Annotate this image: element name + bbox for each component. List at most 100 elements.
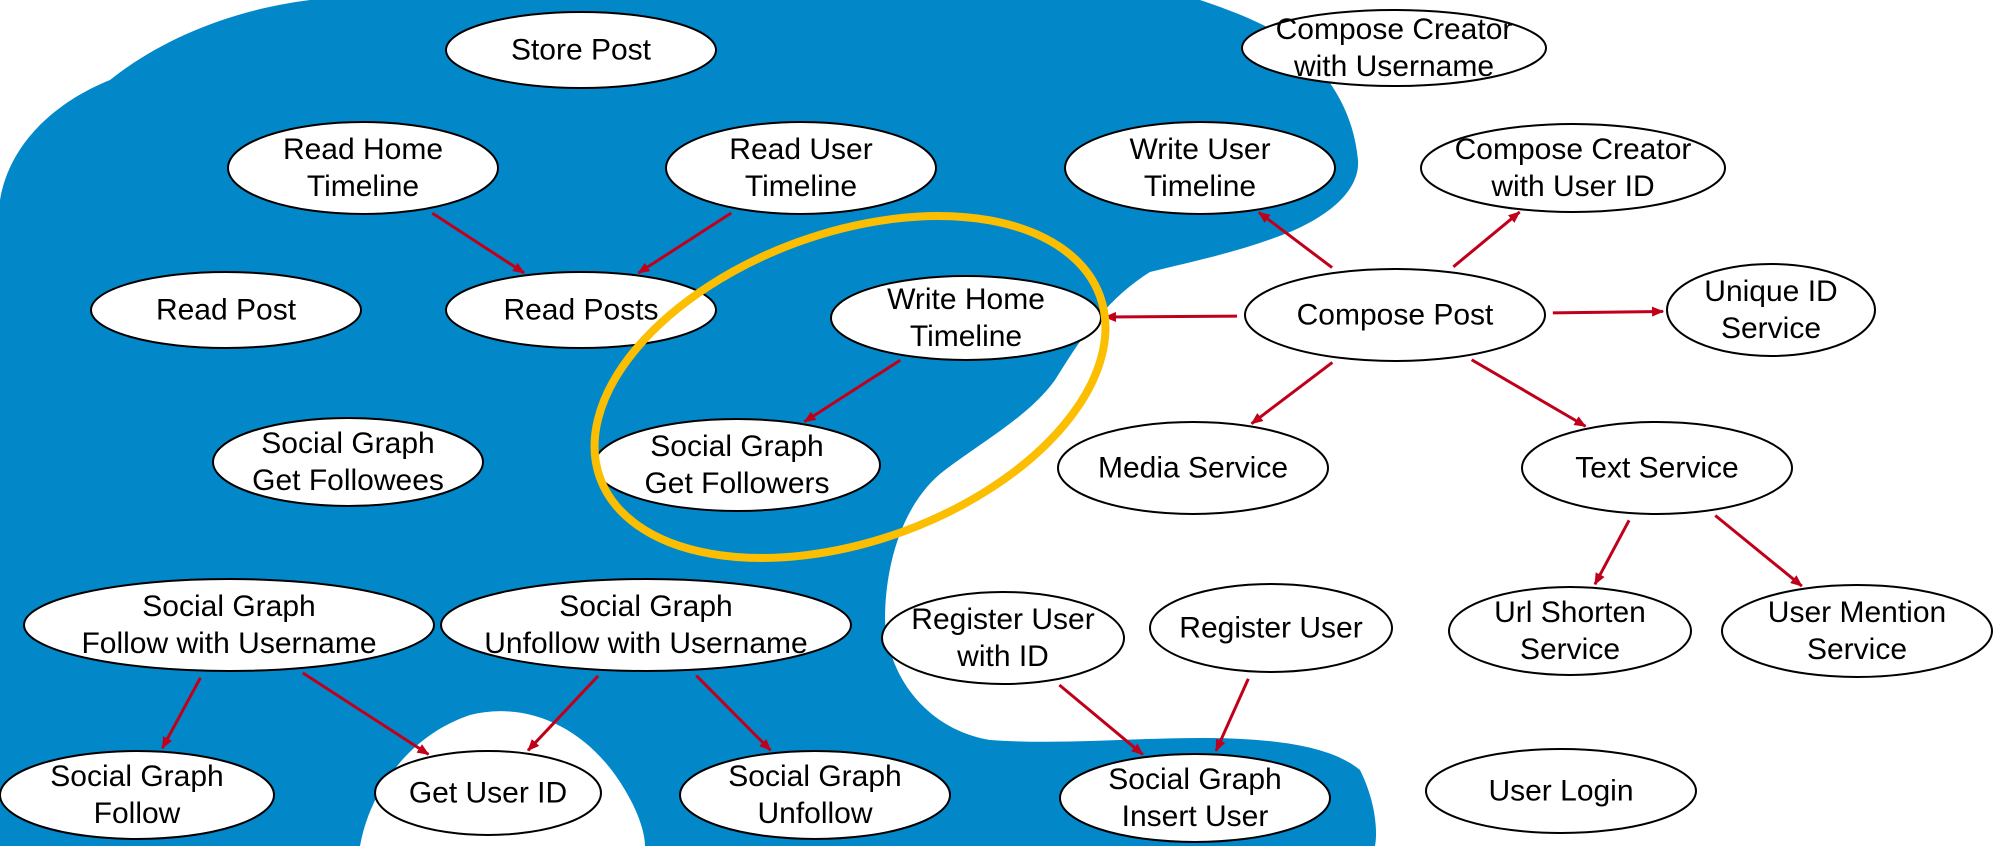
node-shape bbox=[23, 578, 435, 672]
node-label-line: with Username bbox=[1293, 50, 1494, 83]
node-shape bbox=[227, 121, 499, 215]
node-label-line: with User ID bbox=[1490, 170, 1654, 203]
node-label-line: Text Service bbox=[1575, 452, 1738, 485]
node-read-posts: Read Posts bbox=[445, 271, 717, 349]
node-label-line: Social Graph bbox=[1108, 763, 1281, 796]
node-label-line: Follow bbox=[94, 797, 181, 830]
node-shape bbox=[1420, 123, 1726, 213]
node-label-line: Social Graph bbox=[261, 427, 434, 460]
node-shape bbox=[1244, 268, 1546, 362]
node-label-line: Service bbox=[1807, 633, 1907, 666]
node-label-line: Url Shorten bbox=[1494, 596, 1646, 629]
node-label-line: Service bbox=[1721, 312, 1821, 345]
edge-social-graph-unfollow-with-username-to-get-user-id bbox=[526, 674, 600, 752]
node-label-line: Get Followers bbox=[644, 467, 829, 500]
node-label-line: Timeline bbox=[307, 170, 419, 203]
node-label-line: Social Graph bbox=[559, 590, 732, 623]
node-label-line: User Mention bbox=[1768, 596, 1946, 629]
node-label-line: Read User bbox=[729, 133, 872, 166]
node-label-line: Unfollow bbox=[757, 797, 872, 830]
node-read-post: Read Post bbox=[90, 271, 362, 349]
node-register-user: Register User bbox=[1149, 583, 1393, 673]
edge-compose-post-to-media-service bbox=[1250, 361, 1334, 425]
node-compose-post: Compose Post bbox=[1244, 268, 1546, 362]
node-label-line: Register User bbox=[1179, 612, 1362, 645]
edge-read-user-timeline-to-read-posts bbox=[637, 211, 733, 275]
node-shape bbox=[1666, 263, 1876, 357]
edge-register-user-with-id-to-social-graph-insert-user bbox=[1058, 683, 1144, 756]
node-label-line: Read Post bbox=[156, 294, 297, 327]
edge-social-graph-follow-with-username-to-get-user-id bbox=[301, 671, 430, 756]
node-shape bbox=[679, 750, 951, 840]
node-shape bbox=[445, 11, 717, 89]
edge-register-user-to-social-graph-insert-user bbox=[1214, 678, 1250, 752]
node-label-line: Write Home bbox=[887, 283, 1045, 316]
edge-text-service-to-user-mention-service bbox=[1714, 514, 1803, 588]
node-shape bbox=[374, 750, 602, 836]
node-shape bbox=[1057, 421, 1329, 515]
node-label-line: Timeline bbox=[910, 320, 1022, 353]
node-label-line: Read Posts bbox=[503, 294, 658, 327]
node-shape bbox=[445, 271, 717, 349]
node-media-service: Media Service bbox=[1057, 421, 1329, 515]
node-get-user-id: Get User ID bbox=[374, 750, 602, 836]
node-text-service: Text Service bbox=[1521, 421, 1793, 515]
node-compose-creator-userid: Compose Creator with User ID bbox=[1420, 123, 1726, 213]
node-label-line: Media Service bbox=[1098, 452, 1288, 485]
node-label-line: Compose Creator bbox=[1455, 133, 1692, 166]
edge-compose-post-to-write-user-timeline bbox=[1257, 211, 1333, 269]
node-label-line: Timeline bbox=[1144, 170, 1256, 203]
node-shape bbox=[1064, 121, 1336, 215]
node-label-line: Follow with Username bbox=[81, 627, 376, 660]
node-shape bbox=[212, 417, 484, 507]
node-shape bbox=[90, 271, 362, 349]
highlight-ring bbox=[590, 212, 1110, 562]
node-label-line: Get Followees bbox=[252, 464, 444, 497]
node-label-line: Service bbox=[1520, 633, 1620, 666]
edge-compose-post-to-unique-id-service bbox=[1552, 306, 1665, 317]
node-shape bbox=[1149, 583, 1393, 673]
node-label-line: Unfollow with Username bbox=[484, 627, 807, 660]
node-label-line: Insert User bbox=[1122, 800, 1269, 833]
edge-text-service-to-url-shorten-service bbox=[1593, 519, 1631, 586]
node-shape bbox=[0, 750, 275, 840]
node-unique-id-service: Unique ID Service bbox=[1666, 263, 1876, 357]
node-shape bbox=[1721, 584, 1993, 678]
edge-write-home-timeline-to-social-graph-get-followers bbox=[803, 358, 902, 423]
node-compose-creator-username: Compose Creator with Username bbox=[1241, 9, 1547, 87]
node-shape bbox=[665, 121, 937, 215]
node-label-line: Unique ID bbox=[1704, 275, 1837, 308]
node-label-line: Read Home bbox=[283, 133, 443, 166]
node-label-line: Get User ID bbox=[409, 777, 567, 810]
edges bbox=[161, 210, 1803, 756]
node-label-line: Store Post bbox=[511, 34, 652, 67]
node-shape bbox=[1241, 9, 1547, 87]
node-shape bbox=[1425, 748, 1697, 834]
node-label-line: Compose Creator bbox=[1276, 13, 1513, 46]
node-label-line: Timeline bbox=[745, 170, 857, 203]
node-store-post: Store Post bbox=[445, 11, 717, 89]
node-label-line: Social Graph bbox=[142, 590, 315, 623]
node-label-line: Write User bbox=[1129, 133, 1270, 166]
edge-compose-post-to-text-service bbox=[1470, 358, 1587, 428]
node-shape bbox=[881, 591, 1125, 685]
node-label-line: Register User bbox=[911, 603, 1094, 636]
node-shape bbox=[1059, 753, 1331, 843]
edge-compose-post-to-compose-creator-userid bbox=[1452, 210, 1521, 268]
node-label-line: Compose Post bbox=[1297, 299, 1494, 332]
